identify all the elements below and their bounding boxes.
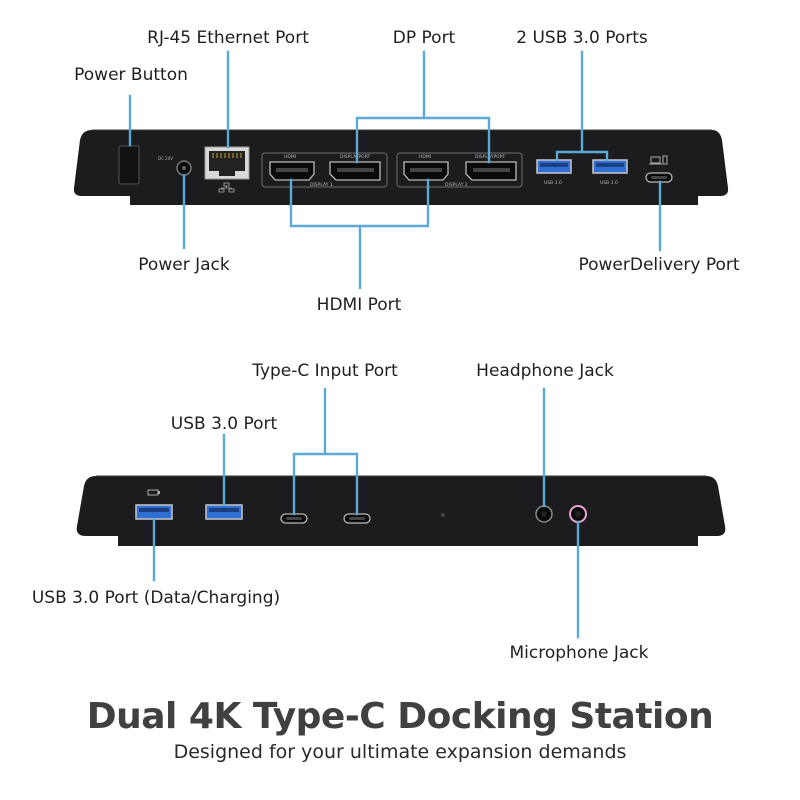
front-view-device — [76, 475, 726, 546]
label-hdmi-port: HDMI Port — [316, 295, 402, 315]
label-typec-input-port: Type-C Input Port — [252, 361, 398, 381]
label-powerdelivery-port: PowerDelivery Port — [578, 255, 740, 275]
display-1-frame — [261, 152, 388, 188]
usb-charging-port-shape — [135, 504, 173, 520]
front-device-body — [76, 476, 726, 546]
label-dp-port: DP Port — [392, 28, 456, 48]
label-microphone-jack: Microphone Jack — [509, 643, 649, 663]
status-led — [441, 513, 445, 517]
svg-text:DISPLAY 2: DISPLAY 2 — [445, 182, 468, 188]
label-usb-3-port-data-charging: USB 3.0 Port (Data/Charging) — [31, 588, 281, 608]
label-2-usb-ports: 2 USB 3.0 Ports — [516, 28, 648, 48]
network-icon — [218, 182, 235, 193]
svg-text:HDMI: HDMI — [284, 154, 296, 160]
battery-icon — [147, 489, 160, 496]
dc-text: DC 20V — [158, 156, 173, 161]
label-power-button: Power Button — [74, 65, 188, 85]
leader-hdmi — [289, 178, 430, 290]
rj45-port-shape — [204, 146, 250, 180]
page-subtitle: Designed for your ultimate expansion dem… — [173, 741, 627, 763]
leader-dp — [355, 50, 491, 164]
power-button-shape — [118, 145, 140, 185]
rear-device-body — [73, 130, 729, 205]
label-usb-3-port: USB 3.0 Port — [170, 414, 278, 434]
svg-text:USB 3.0: USB 3.0 — [544, 180, 562, 186]
svg-text:DISPLAY 1: DISPLAY 1 — [310, 182, 333, 188]
display-2-frame — [396, 152, 523, 188]
usb-port-top-left-shape — [536, 159, 572, 174]
leader-typec — [292, 387, 359, 516]
svg-text:USB 3.0: USB 3.0 — [600, 180, 618, 186]
page-title: Dual 4K Type-C Docking Station — [86, 696, 714, 737]
svg-text:DISPLAYPORT: DISPLAYPORT — [340, 154, 371, 160]
usb-port-front-shape — [205, 504, 243, 520]
laptop-charge-icon — [649, 155, 668, 165]
rear-view-device: DC 20V HDMI DISPLAYPORT DISPLAY 1 — [73, 129, 729, 205]
label-headphone-jack: Headphone Jack — [476, 361, 614, 381]
svg-text:DISPLAYPORT: DISPLAYPORT — [475, 154, 506, 160]
label-power-jack: Power Jack — [138, 255, 230, 275]
usb-port-top-right-shape — [592, 159, 628, 174]
label-rj45-ethernet-port: RJ-45 Ethernet Port — [147, 28, 309, 48]
leader-usb2 — [555, 50, 609, 162]
leader-lines — [128, 50, 662, 639]
svg-text:HDMI: HDMI — [419, 154, 431, 160]
